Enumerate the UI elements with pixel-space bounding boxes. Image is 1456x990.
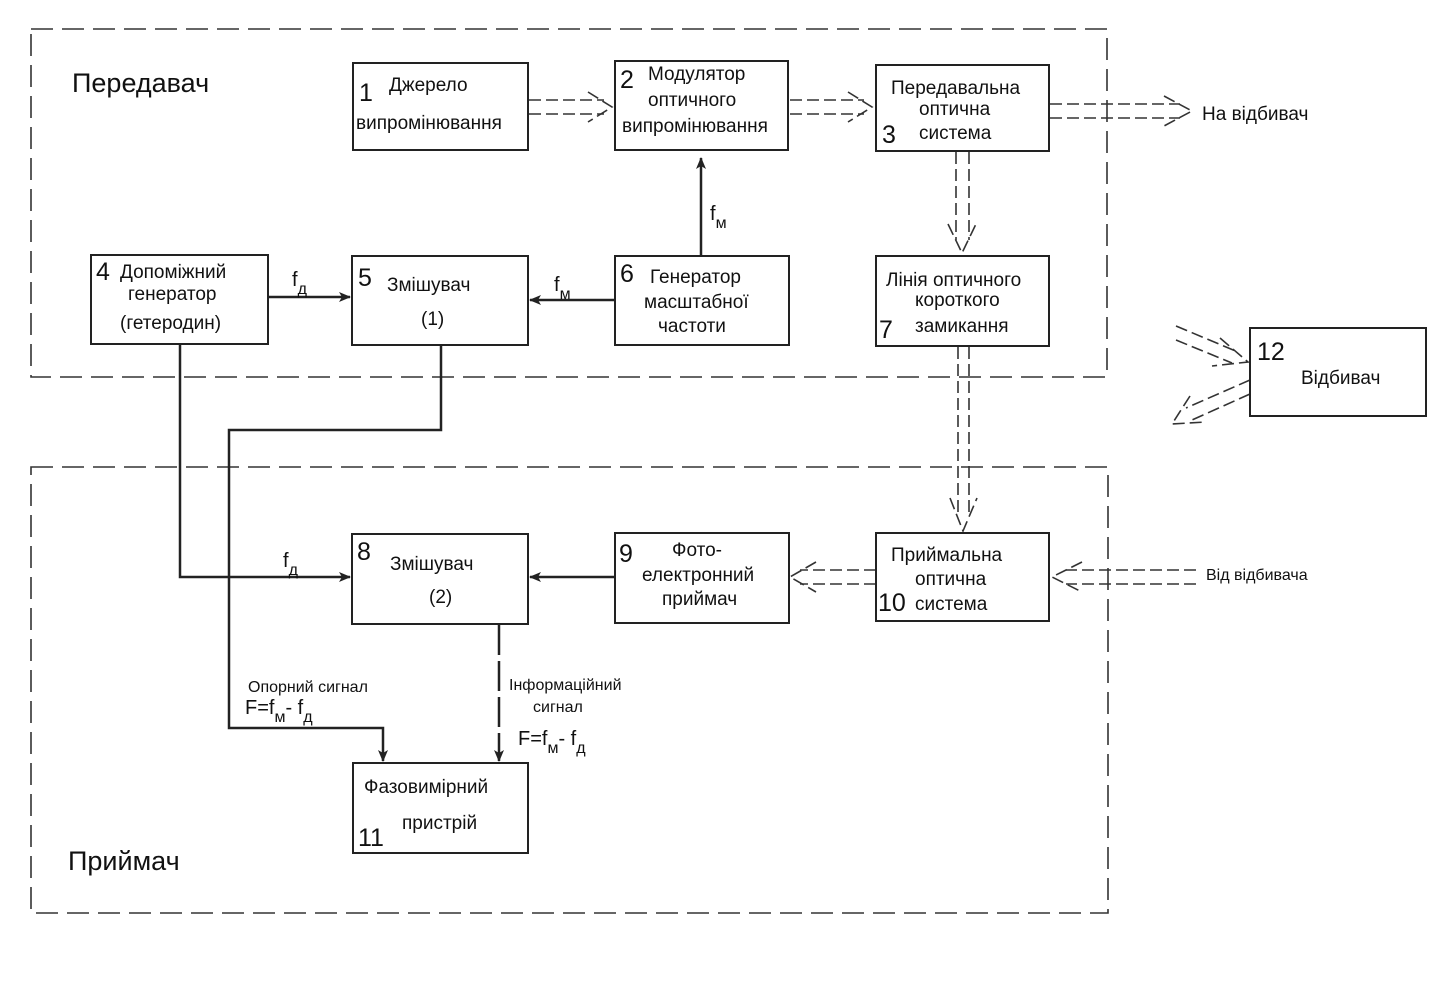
- block-local-oscillator: 4 Допоміжний генератор (гетеродин): [90, 254, 269, 345]
- block-label-line: Фото-: [672, 540, 722, 561]
- label-F-minus: - f: [285, 697, 304, 719]
- block-number: 4: [96, 258, 110, 286]
- block-label-line: Передавальна: [891, 78, 1021, 99]
- label-f: f: [292, 269, 298, 291]
- label-sub-m: м: [715, 215, 727, 232]
- block-receiving-optics: Приймальна оптична 10 система: [875, 532, 1050, 622]
- block-label-line: випромінювання: [622, 116, 768, 137]
- label-to-reflector: На відбивач: [1202, 104, 1309, 125]
- block-label-line: Лінія оптичного: [886, 270, 1022, 291]
- label-sub-d: д: [297, 281, 307, 298]
- optical-beams: [529, 91, 1251, 593]
- label-fd-upper: fд: [292, 270, 307, 298]
- block-mixer-2: 8 Змішувач (2): [351, 533, 529, 625]
- block-label-line: короткого: [915, 290, 1000, 311]
- block-phase-meter: Фазовимірний 11 пристрій: [352, 762, 529, 854]
- label-F-minus: - f: [558, 728, 577, 750]
- label-sub-d: д: [303, 709, 313, 726]
- label-fm-horizontal: fм: [554, 275, 571, 303]
- label-sub-m: м: [559, 286, 571, 303]
- block-reflector: 12 Відбивач: [1249, 327, 1427, 417]
- block-label-line: Допоміжний: [120, 262, 227, 283]
- block-label-line: Відбивач: [1301, 368, 1381, 389]
- label-reference-signal: Опорний сигнал: [248, 679, 368, 696]
- block-label-line: Змішувач: [390, 554, 474, 575]
- block-number: 7: [879, 316, 893, 344]
- block-label-line: частоти: [658, 316, 726, 337]
- block-label-line: система: [915, 594, 988, 615]
- block-number: 10: [878, 589, 906, 617]
- label-information-formula: F=fм- fд: [518, 729, 586, 757]
- label-F-prefix: F=f: [518, 728, 548, 750]
- block-label-line: приймач: [662, 589, 738, 610]
- block-number: 12: [1257, 338, 1285, 366]
- label-information-signal-2: сигнал: [533, 699, 583, 716]
- block-label-line: оптичного: [648, 90, 737, 111]
- block-label-line: масштабної: [644, 292, 749, 313]
- label-sub-m: м: [547, 740, 559, 757]
- wire-4-to-8: [178, 345, 351, 582]
- block-number: 5: [358, 264, 372, 292]
- label-information-signal-1: Інформаційний: [509, 677, 622, 694]
- label-f: f: [283, 550, 289, 572]
- label-sub-m: м: [274, 709, 286, 726]
- label-reference-formula: F=fм- fд: [245, 698, 313, 726]
- label-f: f: [710, 203, 716, 225]
- block-label-line: Змішувач: [387, 275, 471, 296]
- block-label-line: (1): [421, 309, 445, 330]
- block-label-line: пристрій: [402, 813, 478, 834]
- block-radiation-source: 1 Джерело випромінювання: [352, 62, 529, 151]
- block-label-line: Джерело: [389, 75, 468, 96]
- label-from-reflector: Від відбивача: [1206, 567, 1308, 584]
- receiver-region-border: [30, 466, 1109, 914]
- block-label-line: Приймальна: [891, 545, 1003, 566]
- block-mixer-1: 5 Змішувач (1): [351, 255, 529, 346]
- block-number: 11: [358, 824, 384, 852]
- block-label-line: Генератор: [650, 267, 741, 288]
- label-sub-d: д: [288, 562, 298, 579]
- label-fd-lower: fд: [283, 551, 298, 579]
- block-label-line: електронний: [642, 565, 755, 586]
- block-number: 8: [357, 538, 371, 566]
- block-number: 6: [620, 260, 634, 288]
- block-number: 1: [359, 79, 373, 107]
- wire-5-to-11: [227, 346, 443, 762]
- block-number: 2: [620, 66, 634, 94]
- block-label-line: Фазовимірний: [364, 777, 489, 798]
- block-transmitting-optics: Передавальна оптична 3 система: [875, 64, 1050, 152]
- block-label-line: Модулятор: [648, 64, 746, 85]
- label-fm-vertical: fм: [710, 204, 727, 232]
- block-optical-modulator: 2 Модулятор оптичного випромінювання: [614, 60, 789, 151]
- transmitter-region-border: [30, 28, 1108, 378]
- block-label-line: генератор: [128, 284, 217, 305]
- label-F-prefix: F=f: [245, 697, 275, 719]
- block-number: 9: [619, 540, 633, 568]
- receiver-label: Приймач: [68, 846, 180, 876]
- block-number: 3: [882, 121, 896, 149]
- transmitter-label: Передавач: [72, 68, 210, 98]
- label-f: f: [554, 274, 560, 296]
- block-label-line: система: [919, 123, 992, 144]
- block-label-line: випромінювання: [356, 113, 502, 134]
- block-label-line: оптична: [919, 99, 991, 120]
- block-scale-frequency-generator: 6 Генератор масштабної частоти: [614, 255, 790, 346]
- block-photoelectric-receiver: 9 Фото- електронний приймач: [614, 532, 790, 624]
- label-sub-d: д: [576, 740, 586, 757]
- block-label-line: (2): [429, 587, 453, 608]
- block-label-line: (гетеродин): [120, 313, 222, 334]
- block-label-line: оптична: [915, 569, 987, 590]
- block-optical-short-circuit: Лінія оптичного короткого 7 замикання: [875, 255, 1050, 347]
- block-label-line: замикання: [915, 316, 1009, 337]
